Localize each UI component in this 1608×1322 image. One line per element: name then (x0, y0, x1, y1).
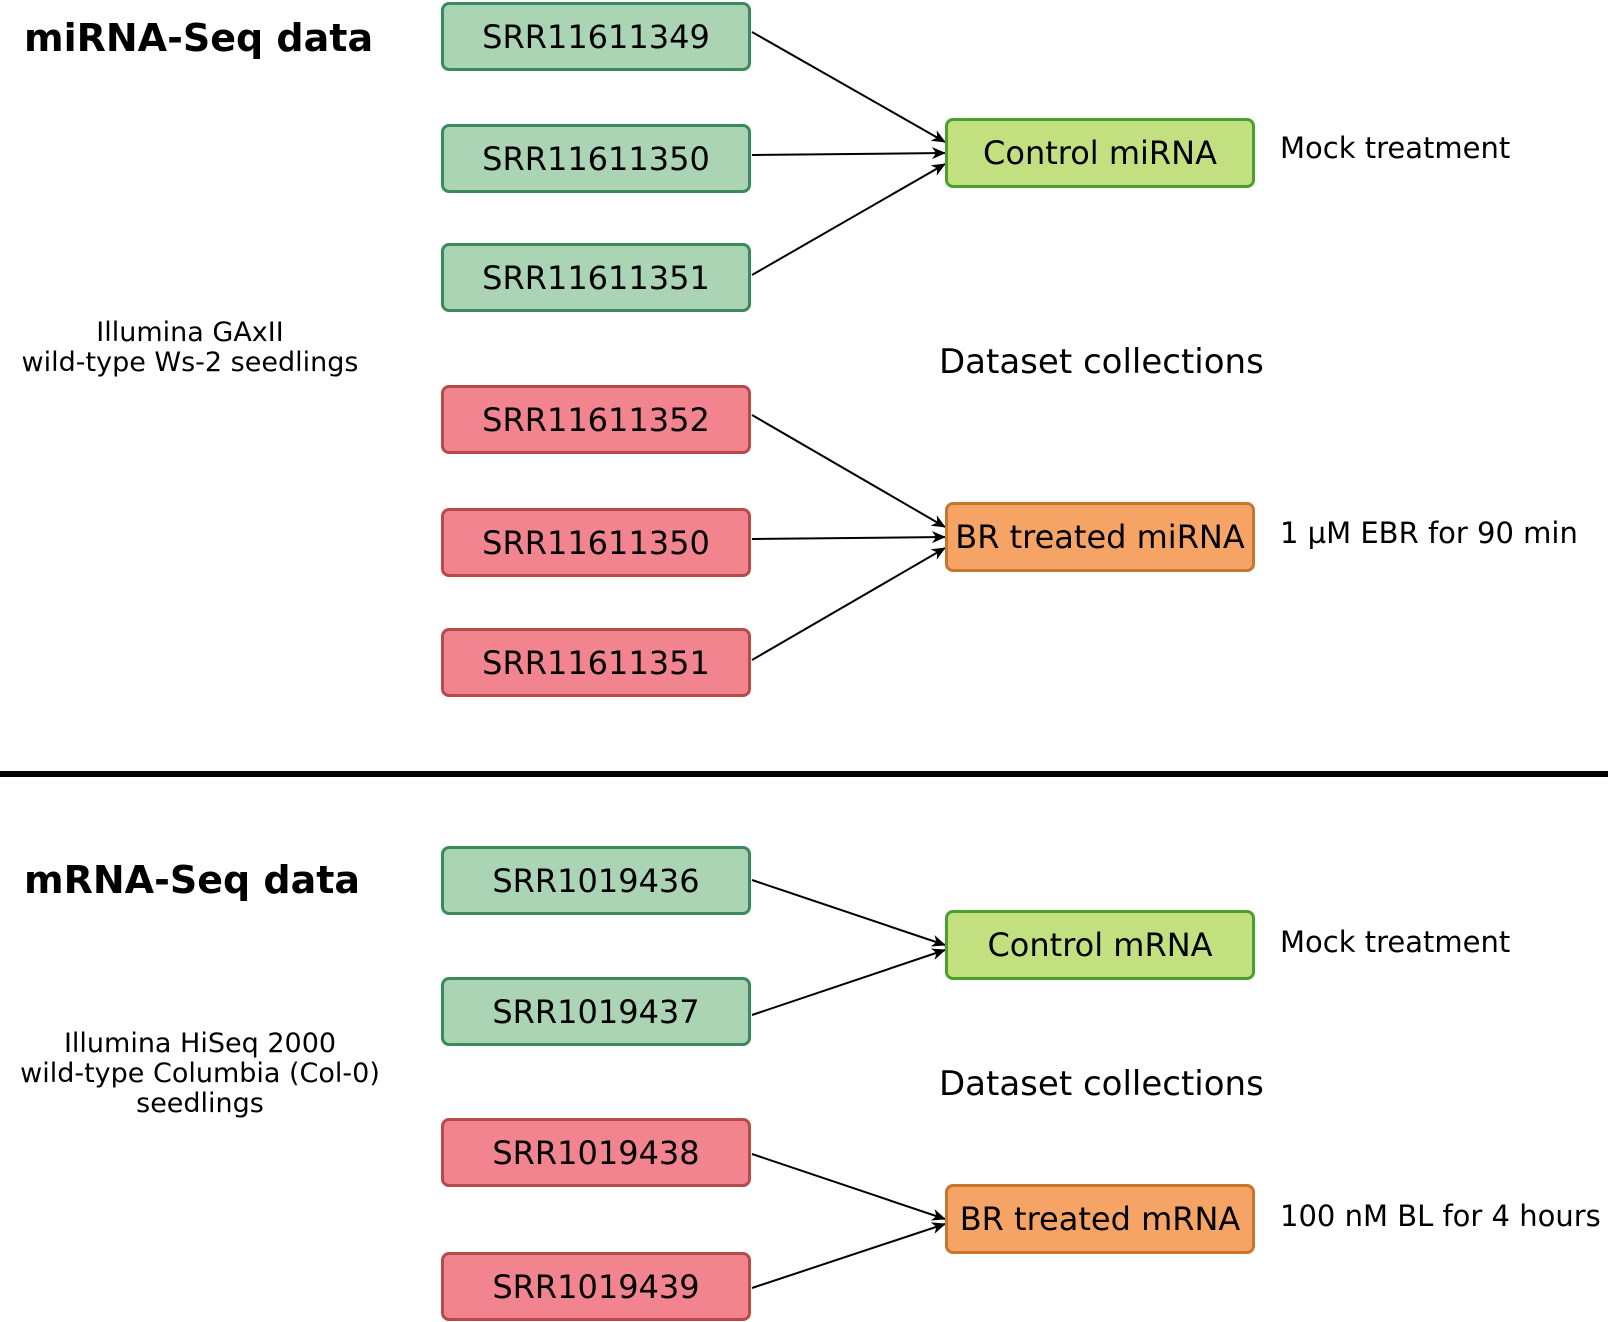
mrna-dataset-collections-label: Dataset collections (939, 1064, 1264, 1104)
mrna-control-note: Mock treatment (1280, 925, 1511, 959)
mirna-control-note: Mock treatment (1280, 131, 1511, 165)
mirna-dataset-collections-label: Dataset collections (939, 342, 1264, 382)
mrna-treated-note: 100 nM BL for 4 hours (1280, 1199, 1601, 1233)
arrow-352-to-br-mirna (751, 414, 946, 528)
mirna-platform-line2: wild-type Ws-2 seedlings (21, 347, 359, 378)
mirna-platform-line1: Illumina GAxII (96, 317, 284, 348)
arrow-351-to-control-mirna (751, 163, 946, 276)
mrna-platform-label: Illumina HiSeq 2000 wild-type Columbia (… (0, 1029, 400, 1119)
sample-box: SRR11611350 (441, 124, 751, 193)
arrow-350b-to-br-mirna (751, 531, 946, 544)
mrna-platform-line2: wild-type Columbia (Col-0) (20, 1058, 380, 1089)
sample-box: SRR11611351 (441, 243, 751, 312)
control-mrna-collection: Control mRNA (945, 910, 1255, 980)
arrow-350-to-control-mirna (751, 147, 946, 160)
sample-box: SRR1019436 (441, 846, 751, 915)
mirna-platform-label: Illumina GAxII wild-type Ws-2 seedlings (0, 318, 380, 378)
mrna-seq-heading: mRNA-Seq data (24, 858, 361, 902)
arrow-436-to-control-mrna (751, 879, 946, 947)
sample-box: SRR11611349 (441, 2, 751, 71)
mirna-treated-note: 1 µM EBR for 90 min (1280, 516, 1578, 550)
arrow-437-to-control-mrna (751, 948, 946, 1016)
section-divider (0, 771, 1608, 777)
sample-box: SRR11611350 (441, 508, 751, 577)
arrow-438-to-br-mrna (751, 1153, 946, 1221)
arrow-439-to-br-mrna (751, 1222, 946, 1289)
br-treated-mirna-collection: BR treated miRNA (945, 502, 1255, 572)
mrna-platform-line1: Illumina HiSeq 2000 (63, 1028, 337, 1059)
mrna-platform-line3: seedlings (136, 1088, 264, 1119)
sample-box: SRR1019439 (441, 1252, 751, 1321)
control-mirna-collection: Control miRNA (945, 118, 1255, 188)
sample-box: SRR1019438 (441, 1118, 751, 1187)
br-treated-mrna-collection: BR treated mRNA (945, 1184, 1255, 1254)
arrow-351b-to-br-mirna (751, 547, 946, 661)
sample-box: SRR11611351 (441, 628, 751, 697)
arrow-349-to-control-mirna (751, 31, 946, 143)
mirna-seq-heading: miRNA-Seq data (24, 16, 374, 60)
sample-box: SRR11611352 (441, 385, 751, 454)
sample-box: SRR1019437 (441, 977, 751, 1046)
